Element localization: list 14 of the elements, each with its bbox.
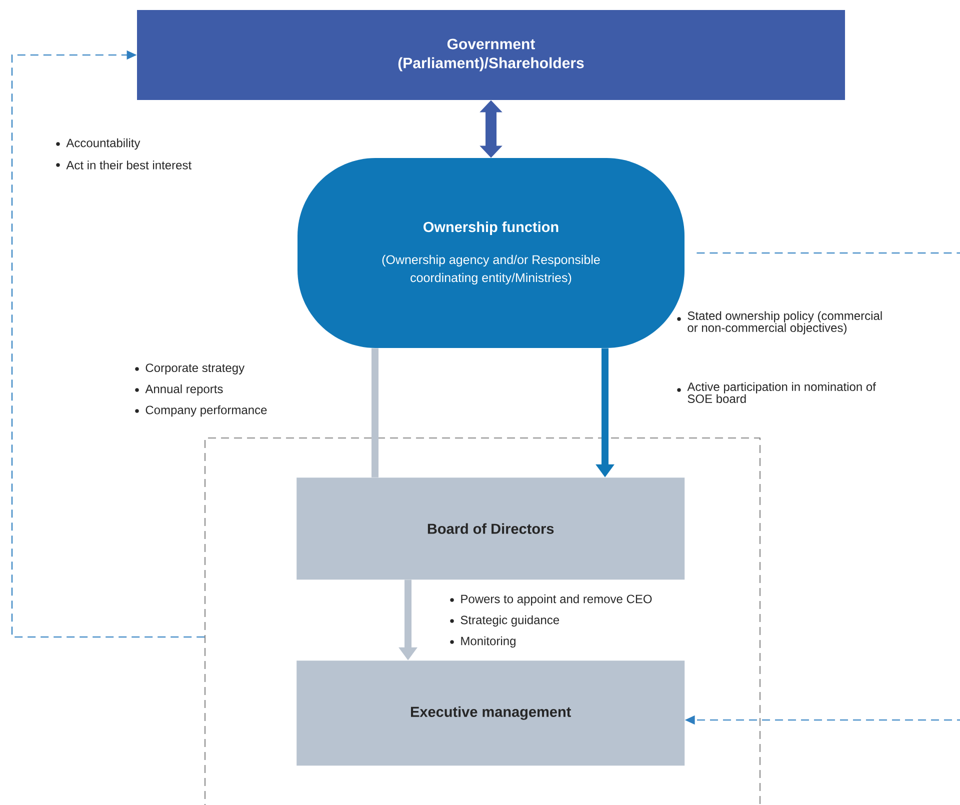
bullet-item: Strategic guidance (450, 615, 560, 627)
process-box: Board of Directors (296, 478, 685, 580)
bullet-item: Active participation in nomination of SOE board (677, 382, 876, 403)
bullet-item: Accountability (56, 138, 140, 150)
bullet-item: Act in their best interest (56, 160, 192, 170)
bullet-item: Annual reports (135, 384, 223, 396)
dashed-arrow (11, 50, 205, 638)
bullet-item: Company performance (135, 405, 267, 417)
bullet-item: Corporate strategy (135, 364, 245, 374)
bullet-item: Monitoring (450, 636, 516, 648)
bullet-item: Powers to appoint and remove CEO (450, 594, 652, 606)
soe-boundary (204, 438, 760, 805)
process-box: Executive management (296, 660, 685, 766)
heading-box: Government (Parliament)/Shareholders (137, 10, 846, 100)
